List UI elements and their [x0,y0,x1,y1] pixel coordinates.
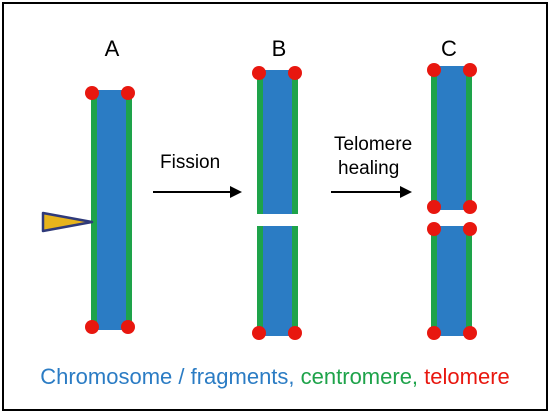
chromosome-b-upper-fragment [252,66,302,214]
arrow-head-icon [230,186,242,198]
legend-telomere: telomere [424,364,510,389]
telomere-a-bottom-right [121,320,135,334]
telomere-b-upper-left [252,66,266,80]
legend: Chromosome / fragments, centromere, telo… [40,364,510,389]
panel-label-a: A [105,36,120,61]
chromosome-c-upper-fragment [427,63,477,214]
step-telomere-healing-line1: Telomere [334,134,412,155]
step-fission-label: Fission [160,152,220,173]
telomere-b-lower-left [252,326,266,340]
telomere-c-upper-bottom-right [463,200,477,214]
fragment-body-c-lower [437,226,466,336]
telomere-c-lower-top-right [463,222,477,236]
chromosome-body-a [97,90,126,330]
telomere-b-upper-right [288,66,302,80]
telomere-healing-arrow [331,186,412,198]
chromosome-a [85,86,135,334]
telomere-c-upper-top-left [427,63,441,77]
telomere-c-upper-bottom-left [427,200,441,214]
telomere-c-lower-bottom-left [427,326,441,340]
step-telomere-healing-line2: healing [338,158,399,179]
chromosome-b-lower-fragment [252,226,302,340]
telomere-c-lower-top-left [427,222,441,236]
telomere-b-lower-right [288,326,302,340]
fission-arrow [153,186,242,198]
telomere-a-bottom-left [85,320,99,334]
legend-chromosome: Chromosome / fragments, [40,364,294,389]
panel-label-c: C [441,36,457,61]
arrow-head-icon [400,186,412,198]
fragment-body-b-upper [263,70,292,214]
fragment-body-b-lower [263,226,292,336]
telomere-c-upper-top-right [463,63,477,77]
telomere-a-top-left [85,86,99,100]
telomere-c-lower-bottom-right [463,326,477,340]
legend-centromere: centromere, [301,364,418,389]
fragment-body-c-upper [437,66,466,210]
telomere-a-top-right [121,86,135,100]
panel-label-b: B [272,36,287,61]
chromosome-c-lower-fragment [427,222,477,340]
break-site-marker-icon [41,211,94,233]
